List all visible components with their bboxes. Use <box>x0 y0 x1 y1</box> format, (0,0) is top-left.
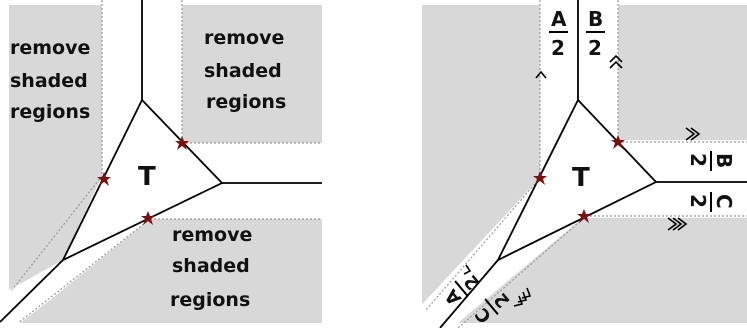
fraction-a-top: A 2 <box>549 7 568 60</box>
fraction-c-right: C 2 <box>686 192 736 212</box>
fraction-denominator: 2 <box>551 36 565 60</box>
label-line: regions <box>206 91 286 113</box>
fraction-numerator: C <box>712 194 736 209</box>
triple-arrow-icon <box>677 217 688 231</box>
left-panel: remove shaded regions remove shaded regi… <box>0 0 322 324</box>
triple-arrow-icon <box>667 217 678 231</box>
fraction-denominator: 2 <box>588 36 602 60</box>
triple-arrow-icon <box>672 217 683 231</box>
label-line: shaded <box>10 70 88 92</box>
label-line: remove <box>172 224 252 246</box>
label-line: regions <box>170 289 250 311</box>
double-arrow-icon <box>609 54 623 63</box>
left-region-label-2: remove shaded regions <box>204 27 286 113</box>
label-line: shaded <box>172 255 250 277</box>
fraction-numerator: B <box>588 7 603 31</box>
label-line: regions <box>10 101 90 123</box>
triple-arrow-icon <box>513 295 524 307</box>
double-arrow-icon <box>685 127 696 141</box>
single-arrow-icon <box>463 264 472 275</box>
label-line: remove <box>204 27 284 49</box>
fraction-denominator: 2 <box>686 153 710 167</box>
shaded-region-top-right <box>182 5 322 143</box>
shaded-region-top-left <box>9 5 102 290</box>
label-line: shaded <box>204 60 282 82</box>
fraction-b-right: B 2 <box>686 151 736 171</box>
fraction-numerator: B <box>712 153 736 168</box>
left-region-label-3: remove shaded regions <box>170 224 252 311</box>
fraction-b-top: B 2 <box>586 7 605 60</box>
fraction-numerator: A <box>551 7 567 31</box>
dashed-boundaries <box>425 0 747 328</box>
shaded-region-bottom <box>20 219 322 323</box>
fraction-denominator: 2 <box>686 194 710 208</box>
left-region-label-1: remove shaded regions <box>10 37 90 123</box>
label-line: remove <box>10 37 90 59</box>
right-panel: T A 2 B 2 B 2 C 2 A 2 <box>422 0 747 328</box>
edge-arrow-marks <box>463 54 701 307</box>
triangle-label: T <box>572 163 590 193</box>
single-arrow-icon <box>535 70 547 79</box>
double-arrow-icon <box>690 127 701 141</box>
triangle-label: T <box>138 162 156 192</box>
double-arrow-icon <box>609 60 623 69</box>
dashed-boundaries <box>11 0 322 324</box>
